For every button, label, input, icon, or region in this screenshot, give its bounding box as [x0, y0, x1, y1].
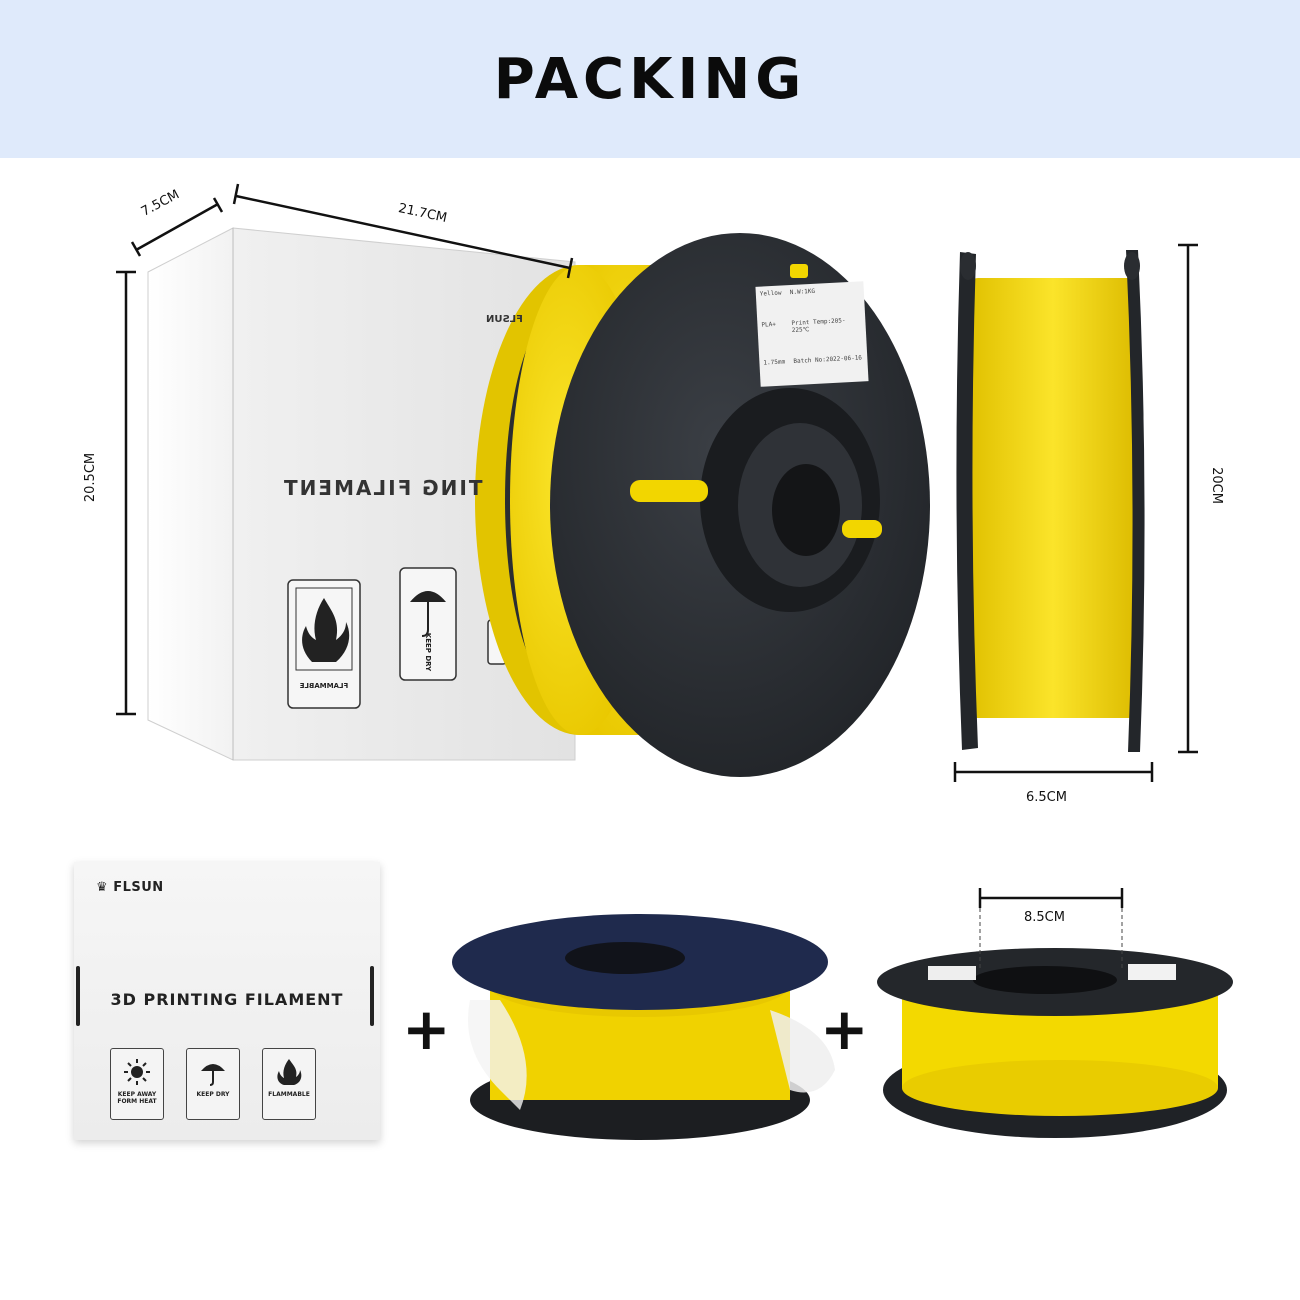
spool-label-material: PLA+: [761, 320, 777, 329]
flat-box-icons: KEEP AWAY FORM HEAT KEEP DRY FLAMMABLE: [110, 1048, 316, 1120]
plus-sign-right: +: [820, 995, 869, 1063]
filament-spool-mini: [877, 948, 1233, 1138]
dry-warning-label: KEEP DRY: [196, 1091, 230, 1098]
sun-icon: [124, 1059, 150, 1085]
dim-spool-width: 6.5CM: [1026, 790, 1067, 805]
box-left-notch: [76, 966, 80, 1026]
dim-spool-core: 8.5CM: [1024, 910, 1065, 925]
box-brand-logo: FLSUN: [486, 314, 523, 325]
box-umbrella-icon: [399, 567, 457, 681]
header-banner: PACKING: [0, 0, 1300, 158]
flame-icon: [277, 1059, 302, 1085]
filament-spool-wrapped: [452, 914, 835, 1140]
flammable-warning-label: FLAMMABLE: [268, 1091, 310, 1098]
plus-sign-left: +: [402, 995, 451, 1063]
box-flammable-label: FLAMMABLE: [299, 682, 349, 690]
spool-label: Yellow N.W:1KG PLA+ Print Temp:205-225℃ …: [755, 281, 869, 387]
spool-label-color: Yellow: [759, 289, 782, 298]
spool-label-batch: Batch No:2022-06-16: [793, 354, 863, 366]
box-right-notch: [370, 966, 374, 1026]
umbrella-icon: [201, 1064, 225, 1086]
dry-warning: KEEP DRY: [186, 1048, 240, 1120]
filament-spool-side: [956, 250, 1145, 752]
dim-spool-height: 20CM: [1208, 467, 1224, 504]
heat-warning-label: KEEP AWAY FORM HEAT: [117, 1091, 157, 1105]
box-flammable-icon: [287, 579, 361, 709]
page-title: PACKING: [493, 46, 807, 112]
spool-label-temp: Print Temp:205-225℃: [791, 317, 846, 335]
box-keep-dry-label: KEEP DRY: [424, 632, 432, 672]
heat-warning: KEEP AWAY FORM HEAT: [110, 1048, 164, 1120]
flat-box-title: 3D PRINTING FILAMENT: [110, 990, 344, 1009]
flammable-warning: FLAMMABLE: [262, 1048, 316, 1120]
core-guide-lines: [979, 908, 1123, 968]
spool-label-diameter: 1.75mm: [763, 358, 786, 367]
logo-icon: ♛: [96, 880, 114, 895]
flat-filament-box: ♛ FLSUN 3D PRINTING FILAMENT KEEP AWAY F…: [74, 862, 380, 1140]
spool-label-weight: N.W:1KG: [789, 287, 816, 297]
dim-box-height: 20.5CM: [83, 452, 99, 503]
box-side-text: TING FILAMENT: [282, 476, 483, 500]
flat-box-logo: ♛ FLSUN: [96, 880, 164, 895]
dimension-lines: [116, 183, 1198, 908]
